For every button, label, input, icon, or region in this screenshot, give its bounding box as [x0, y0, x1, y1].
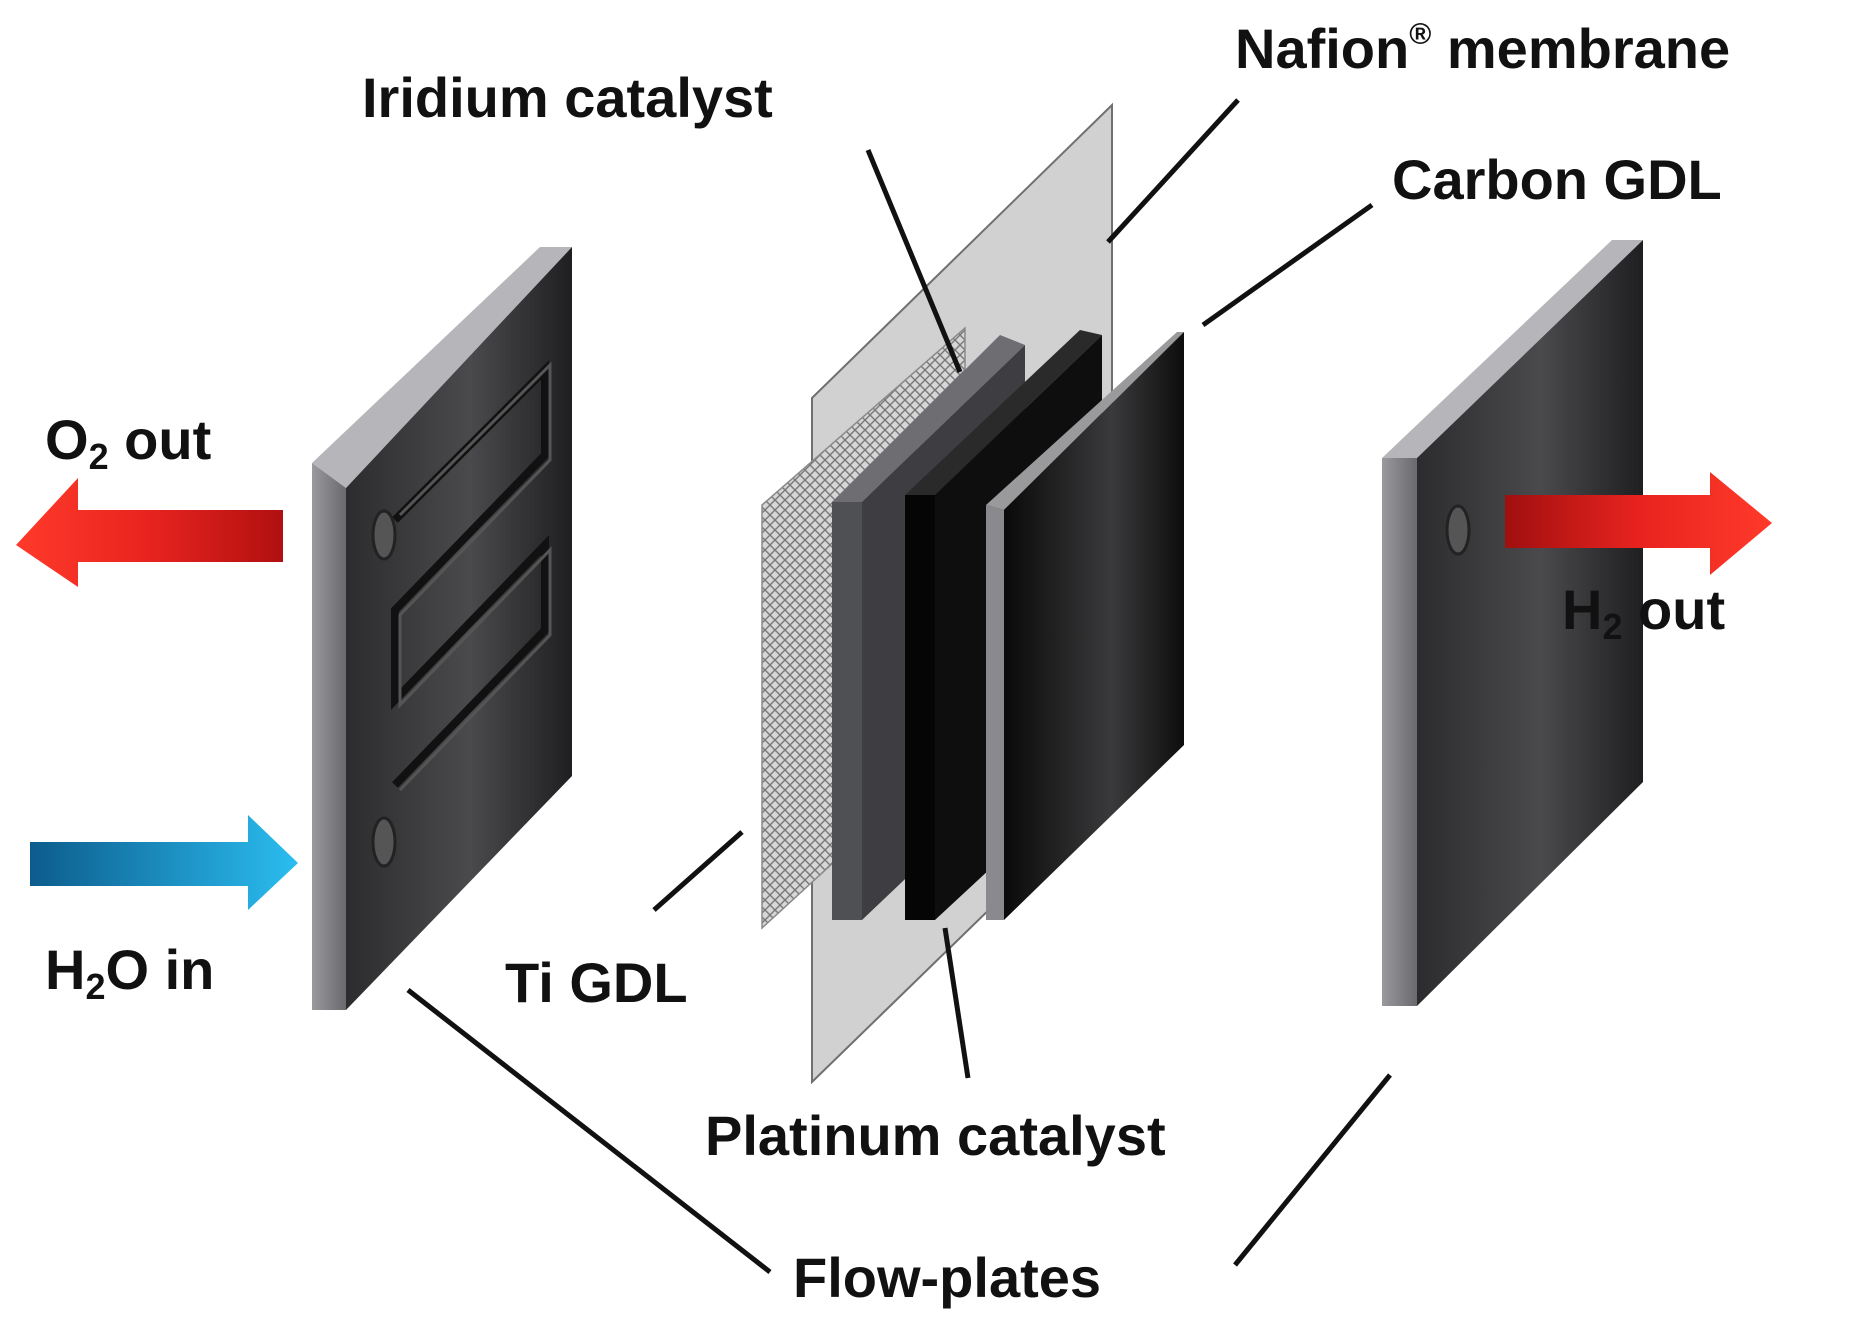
leader-flow-left	[406, 988, 772, 1274]
port-hole	[371, 509, 397, 561]
left-flow-plate	[312, 247, 572, 1010]
leader-nafion	[1106, 98, 1240, 244]
h2o-sub: 2	[85, 966, 106, 1007]
h2-sub: 2	[1602, 606, 1623, 647]
carbon-gdl-layer	[986, 332, 1184, 920]
label-o2-out: O2 out	[45, 412, 211, 475]
h2o-main: H	[45, 938, 86, 1001]
leader-ti-gdl	[652, 830, 744, 912]
h2-tail: out	[1622, 578, 1726, 641]
port-hole	[1445, 504, 1471, 556]
right-flow-plate	[1382, 240, 1643, 1006]
h2o-tail: O in	[105, 938, 215, 1001]
label-nafion: Nafion	[1235, 17, 1410, 80]
h2-main: H	[1562, 578, 1603, 641]
label-membrane: membrane	[1431, 17, 1731, 80]
label-carbon-gdl: Carbon GDL	[1392, 148, 1722, 211]
leader-carbon	[1201, 202, 1374, 328]
label-iridium-catalyst: Iridium catalyst	[362, 66, 773, 129]
label-flow-plates: Flow-plates	[793, 1246, 1102, 1309]
leader-iridium	[865, 149, 963, 373]
label-h2-out: H2 out	[1562, 582, 1725, 645]
leader-platinum	[942, 927, 971, 1079]
registered-mark: ®	[1409, 18, 1432, 51]
port-hole	[371, 816, 397, 868]
h2o-in-arrow	[30, 815, 298, 910]
label-ti-gdl: Ti GDL	[505, 951, 688, 1014]
o2-out-arrow	[16, 478, 283, 587]
label-nafion-membrane: Nafion® membrane	[1235, 20, 1730, 77]
h2-out-arrow	[1505, 472, 1772, 575]
label-h2o-in: H2O in	[45, 942, 214, 1005]
o2-tail: out	[108, 408, 212, 471]
flow-channel	[391, 360, 549, 788]
label-platinum-catalyst: Platinum catalyst	[705, 1104, 1166, 1167]
o2-main: O	[45, 408, 89, 471]
leader-flow-right	[1233, 1073, 1392, 1267]
o2-sub: 2	[88, 436, 109, 477]
